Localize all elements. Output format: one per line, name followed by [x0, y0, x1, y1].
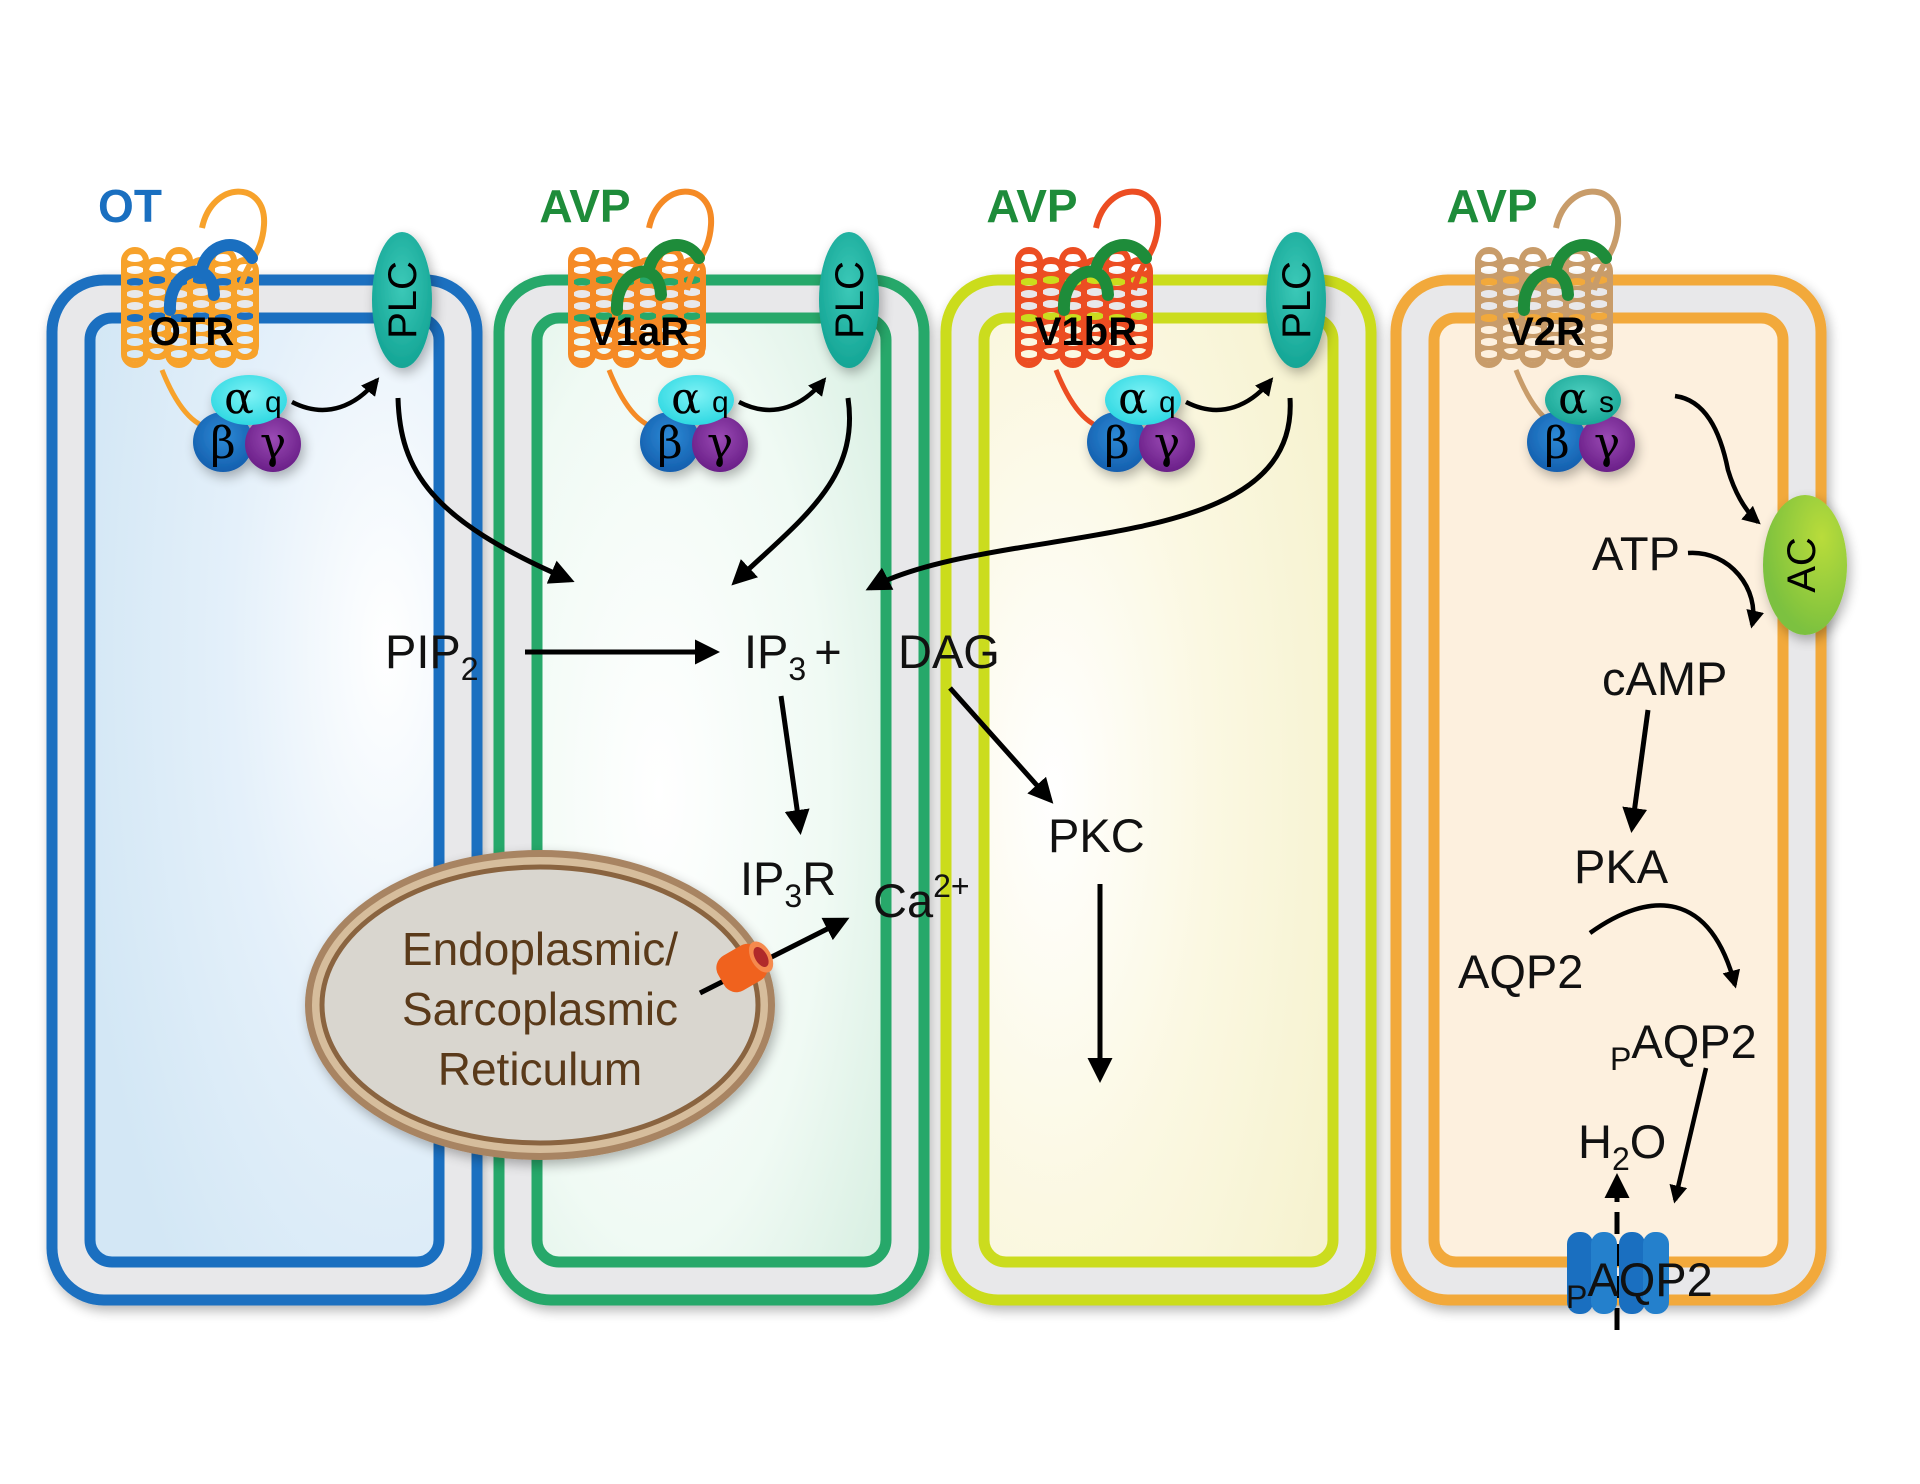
- beta-label: β: [210, 418, 235, 469]
- gamma-subunit: [245, 416, 301, 472]
- arrow-alpha-to-plc: [1184, 377, 1274, 413]
- dag-label: DAG: [898, 625, 1000, 678]
- er-label-line1: Endoplasmic/: [402, 923, 678, 975]
- ligand: [611, 239, 705, 316]
- beta-subunit: [193, 412, 253, 472]
- h2o-label: H2O: [1578, 1115, 1666, 1177]
- alpha-subunit-type: q: [1159, 386, 1176, 419]
- plc-enzyme: PLC: [819, 232, 879, 368]
- gamma-label: γ: [1154, 418, 1180, 469]
- ligand: [164, 239, 258, 316]
- beta-subunit: [640, 412, 700, 472]
- arrow-alpha-to-plc: [290, 377, 380, 413]
- ip3-label: IP3+: [744, 625, 842, 687]
- ip3r-channel-icon: [716, 941, 774, 993]
- pka-label: PKA: [1574, 840, 1669, 893]
- ligand: [1518, 239, 1612, 316]
- beta-subunit: [1087, 412, 1147, 472]
- alpha-label: α: [671, 373, 701, 424]
- hormone-label: OT: [98, 180, 162, 232]
- receptor-label: V2R: [1507, 310, 1585, 354]
- v2-pathway: AC ATP cAMP PKA AQP2 PAQP2 H2O PAQP2: [1458, 393, 1847, 1330]
- gamma-subunit: [1139, 416, 1195, 472]
- gamma-subunit: [1579, 416, 1635, 472]
- membrane-paqp2-label: PAQP2: [1566, 1253, 1713, 1315]
- arrow-atp-to-camp: [1687, 550, 1764, 629]
- gamma-label: γ: [707, 418, 733, 469]
- alpha-label: α: [224, 373, 254, 424]
- er-label-line2: Sarcoplasmic: [402, 983, 678, 1035]
- alpha-subunit-type: s: [1599, 386, 1614, 419]
- plc-enzyme: PLC: [372, 232, 432, 368]
- arrow-plc3-to-ip3: [865, 397, 1293, 591]
- alpha-subunit-type: q: [712, 386, 729, 419]
- alpha-label: α: [1558, 373, 1588, 424]
- alpha-subunit: [211, 375, 287, 425]
- er-label-line3: Reticulum: [438, 1043, 643, 1095]
- beta-label: β: [1544, 418, 1569, 469]
- hormone-label: AVP: [539, 180, 630, 232]
- arrow-aqp2-phosphorylation: [1588, 903, 1741, 989]
- alpha-label: α: [1118, 373, 1148, 424]
- plc-pathway: PIP2 IP3+ DAG PKC Endoplasmic/ Sarcoplas…: [305, 397, 1293, 1160]
- plc-label: PLC: [381, 261, 425, 339]
- ip3r-label: IP3R: [740, 852, 836, 914]
- hormone-label: AVP: [1446, 180, 1537, 232]
- arrow-plc2-to-ip3: [731, 397, 852, 586]
- beta-subunit: [1527, 412, 1587, 472]
- alpha-subunit: [1545, 375, 1621, 425]
- cell-v1br: [940, 274, 1377, 1306]
- beta-label: β: [657, 418, 682, 469]
- paqp2-label: PAQP2: [1610, 1015, 1757, 1077]
- arrow-ip3-to-ip3r: [778, 695, 810, 835]
- er-organelle: Endoplasmic/ Sarcoplasmic Reticulum: [305, 850, 775, 1160]
- ligand: [1058, 239, 1152, 316]
- gamma-label: γ: [260, 418, 286, 469]
- atp-label: ATP: [1592, 527, 1680, 580]
- ac-label: AC: [1780, 537, 1824, 593]
- alpha-subunit: [1105, 375, 1181, 425]
- receptor-label: V1aR: [589, 310, 689, 354]
- plc-label: PLC: [828, 261, 872, 339]
- gamma-label: γ: [1594, 418, 1620, 469]
- alpha-subunit-type: q: [265, 386, 282, 419]
- camp-label: cAMP: [1602, 652, 1727, 705]
- arrow-gs-to-ac: [1674, 393, 1761, 525]
- aqp2-label: AQP2: [1458, 945, 1583, 998]
- gamma-subunit: [692, 416, 748, 472]
- plc-enzyme: PLC: [1266, 232, 1326, 368]
- ac-enzyme: AC: [1763, 495, 1847, 635]
- ca-label: Ca2+: [873, 868, 970, 927]
- arrow-alpha-to-plc: [737, 377, 827, 413]
- arrow-camp-to-pka: [1622, 709, 1651, 833]
- pip2-label: PIP2: [385, 625, 479, 687]
- aqp2-channel-icon: [1567, 1232, 1669, 1314]
- arrow-paqp2-to-membrane: [1669, 1067, 1709, 1204]
- receptor-label: OTR: [150, 310, 235, 354]
- hormone-label: AVP: [986, 180, 1077, 232]
- alpha-subunit: [658, 375, 734, 425]
- receptor-label: V1bR: [1035, 310, 1137, 354]
- plc-label: PLC: [1275, 261, 1319, 339]
- pkc-label: PKC: [1048, 809, 1145, 862]
- arrow-plc1-to-ip3: [395, 397, 575, 584]
- inner-membrane: [978, 312, 1339, 1268]
- arrow-dag-to-pkc: [948, 686, 1054, 804]
- beta-label: β: [1104, 418, 1129, 469]
